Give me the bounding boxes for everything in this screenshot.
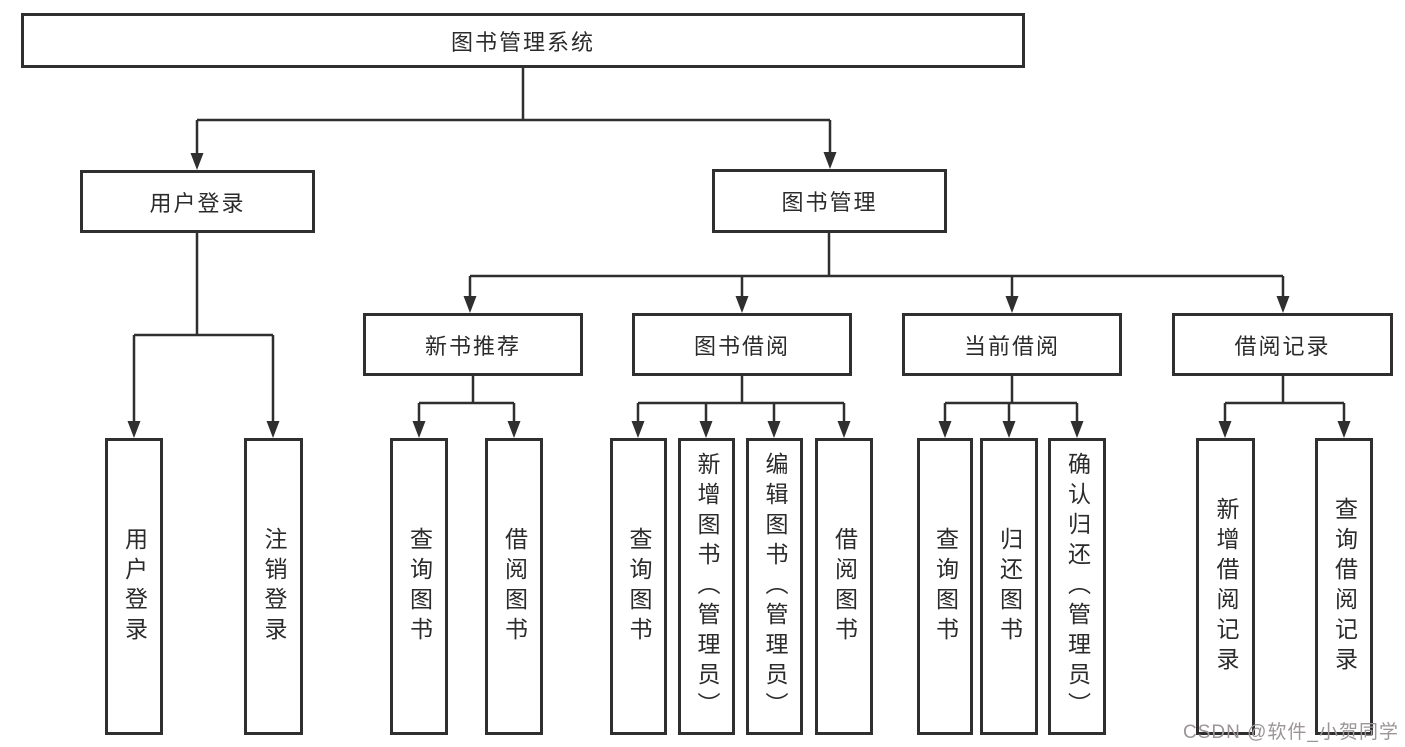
leaf-edit-books-admin-label: 编辑图书（管理员） (762, 451, 788, 722)
watermark: CSDN @软件_小贺同学 (1183, 722, 1399, 743)
node-user-login: 用户登录 (80, 170, 315, 233)
leaf-recommend-query-books: 查询图书 (390, 438, 448, 735)
leaf-return-books-label: 归还图书 (996, 526, 1023, 647)
node-book-management-label: 图书管理 (781, 190, 878, 215)
node-book-borrowing: 图书借阅 (632, 313, 852, 376)
node-book-management: 图书管理 (712, 169, 947, 233)
leaf-borrowing-borrow-books-label: 借阅图书 (831, 526, 858, 647)
leaf-add-borrow-record-label: 新增借阅记录 (1213, 496, 1239, 677)
leaf-query-borrow-record-label: 查询借阅记录 (1331, 496, 1358, 677)
leaf-return-books: 归还图书 (980, 438, 1038, 735)
node-book-borrowing-label: 图书借阅 (693, 333, 790, 359)
node-borrowing-records: 借阅记录 (1172, 313, 1393, 376)
leaf-borrowing-query-books: 查询图书 (610, 438, 667, 735)
leaf-borrowing-query-books-label: 查询图书 (626, 526, 652, 647)
leaf-borrowing-borrow-books: 借阅图书 (815, 438, 873, 735)
node-new-book-recommendation-label: 新书推荐 (424, 333, 521, 359)
leaf-logout: 注销登录 (244, 438, 303, 735)
leaf-current-query-books-label: 查询图书 (932, 526, 959, 647)
leaf-edit-books-admin: 编辑图书（管理员） (746, 438, 803, 735)
leaf-recommend-borrow-books: 借阅图书 (485, 438, 543, 735)
node-library-management-system-label: 图书管理系统 (450, 29, 595, 55)
leaf-add-books-admin: 新增图书（管理员） (678, 438, 735, 735)
leaf-user-login: 用户登录 (105, 438, 163, 735)
leaf-logout-label: 注销登录 (261, 526, 287, 647)
node-user-login-label: 用户登录 (149, 190, 246, 216)
leaf-query-borrow-record: 查询借阅记录 (1315, 438, 1373, 735)
leaf-current-query-books: 查询图书 (917, 438, 973, 735)
leaf-confirm-return-admin-label: 确认归还（管理员） (1064, 451, 1091, 722)
node-current-borrowing: 当前借阅 (902, 313, 1122, 376)
node-library-management-system: 图书管理系统 (21, 13, 1025, 68)
node-current-borrowing-label: 当前借阅 (963, 333, 1060, 359)
leaf-recommend-query-books-label: 查询图书 (406, 526, 433, 647)
leaf-user-login-label: 用户登录 (121, 526, 148, 647)
node-borrowing-records-label: 借阅记录 (1234, 333, 1331, 359)
leaf-add-books-admin-label: 新增图书（管理员） (694, 451, 720, 722)
connector-lines (132, 68, 1346, 424)
leaf-recommend-borrow-books-label: 借阅图书 (501, 526, 528, 647)
leaf-confirm-return-admin: 确认归还（管理员） (1048, 438, 1106, 735)
node-new-book-recommendation: 新书推荐 (363, 313, 583, 376)
leaf-add-borrow-record: 新增借阅记录 (1196, 438, 1255, 735)
